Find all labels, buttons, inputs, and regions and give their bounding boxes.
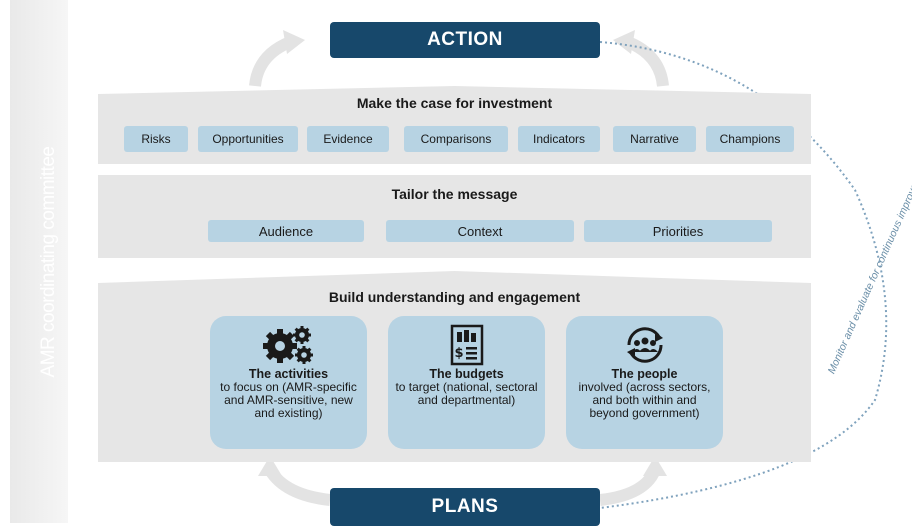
card-body-activities: to focus on (AMR-specific and AMR-sensit… bbox=[220, 380, 357, 420]
pill-opportunities: Opportunities bbox=[198, 126, 298, 152]
svg-text:$: $ bbox=[454, 346, 463, 361]
card-body-budgets: to target (national, sectoral and depart… bbox=[395, 380, 538, 407]
card-title-activities: The activities bbox=[248, 367, 329, 381]
pill-champions: Champions bbox=[706, 126, 794, 152]
gears-icon bbox=[210, 324, 367, 366]
band-title-message: Tailor the message bbox=[391, 186, 518, 202]
pill-comparisons: Comparisons bbox=[404, 126, 508, 152]
budget-document-icon: $ bbox=[388, 324, 545, 366]
pill-risks: Risks bbox=[124, 126, 188, 152]
plans-banner: PLANS bbox=[330, 488, 600, 526]
band-title-build: Build understanding and engagement bbox=[328, 289, 581, 305]
pill-indicators: Indicators bbox=[518, 126, 600, 152]
card-activities: The activities to focus on (AMR-specific… bbox=[210, 316, 367, 449]
card-body-people: involved (across sectors, and both withi… bbox=[578, 380, 711, 420]
pill-context: Context bbox=[386, 220, 574, 242]
card-budgets: $ The budgets to target (national, secto… bbox=[388, 316, 545, 449]
sidebar: AMR coordinating committee bbox=[10, 0, 68, 523]
card-people: The people involved (across sectors, and… bbox=[566, 316, 723, 449]
pill-priorities: Priorities bbox=[584, 220, 772, 242]
card-title-people: The people bbox=[611, 367, 678, 381]
band-tailor-message: Tailor the message Audience Context Prio… bbox=[98, 175, 811, 258]
pill-narrative: Narrative bbox=[613, 126, 696, 152]
action-banner: ACTION bbox=[330, 22, 600, 58]
band-title-invest: Make the case for investment bbox=[356, 95, 553, 111]
band-build-understanding: Build understanding and engagement bbox=[98, 271, 811, 462]
people-cycle-icon bbox=[566, 324, 723, 366]
band-make-the-case: Make the case for investment Risks Oppor… bbox=[98, 86, 811, 164]
pill-audience: Audience bbox=[208, 220, 364, 242]
pill-evidence: Evidence bbox=[307, 126, 389, 152]
card-title-budgets: The budgets bbox=[429, 367, 504, 381]
